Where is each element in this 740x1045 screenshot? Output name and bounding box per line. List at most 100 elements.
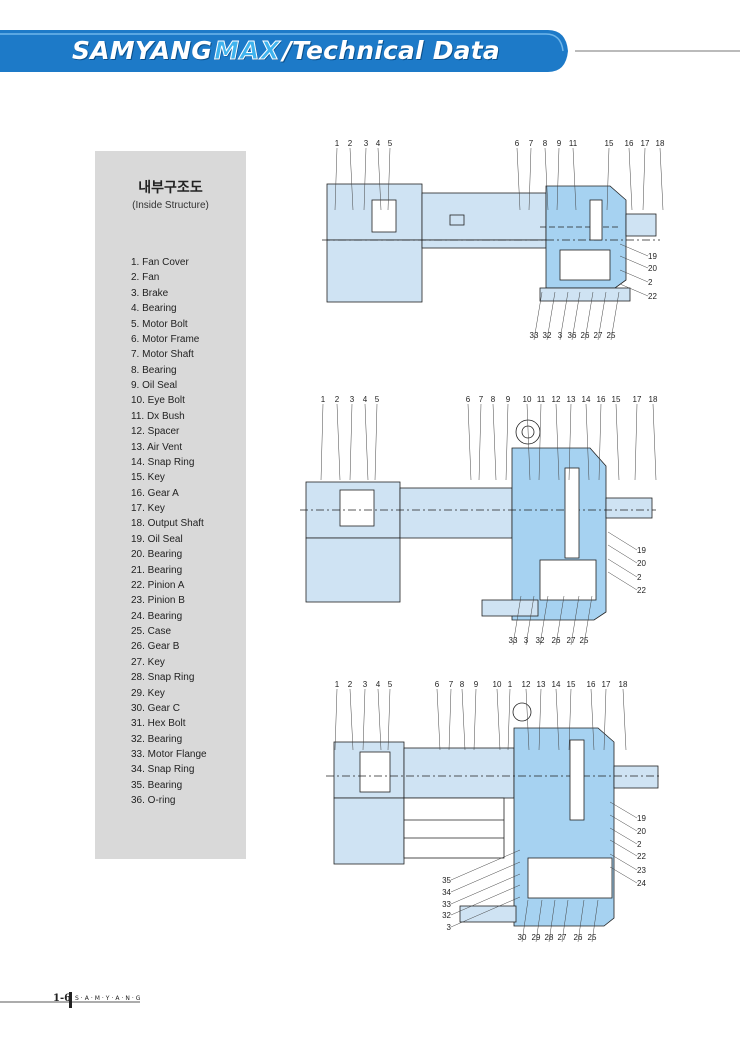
leader-line bbox=[377, 147, 382, 211]
leader-line bbox=[525, 688, 530, 751]
diagram-1-top-label: 5 bbox=[388, 139, 393, 148]
diagram-2-top-label: 12 bbox=[552, 395, 561, 404]
diagram-2-top-label: 2 bbox=[335, 395, 340, 404]
list-item: 19. Oil Seal bbox=[131, 533, 183, 545]
list-item: 26. Gear B bbox=[131, 641, 180, 653]
leader-line bbox=[607, 571, 638, 591]
leader-line bbox=[555, 403, 560, 481]
diagram-3-top-label: 12 bbox=[522, 680, 531, 689]
diagram-3-drawing bbox=[326, 702, 662, 927]
leader-line bbox=[642, 147, 646, 211]
leader-line bbox=[609, 827, 638, 845]
diagram-2-right-label: 19 bbox=[637, 546, 646, 555]
leader-line bbox=[512, 595, 522, 646]
diagram-2-top-label: 16 bbox=[597, 395, 606, 404]
panel-subtitle: (Inside Structure) bbox=[132, 200, 209, 211]
diagram-3-bottom-label: 27 bbox=[558, 933, 567, 942]
brand-name: SAMYANG bbox=[72, 36, 213, 65]
parts-list: 1. Fan Cover 2. Fan 3. Brake 4. Bearing … bbox=[131, 255, 207, 809]
diagram-2-top-label: 6 bbox=[466, 395, 471, 404]
diagram-3-top-label: 4 bbox=[376, 680, 381, 689]
diagram-2-bottom-label: 26 bbox=[552, 636, 561, 645]
diagram-3-top-label: 7 bbox=[449, 680, 454, 689]
list-item: 12. Spacer bbox=[131, 426, 180, 438]
leader-line bbox=[598, 403, 602, 481]
list-item: 17. Key bbox=[131, 503, 165, 514]
diagram-3-left-label: 3 bbox=[447, 923, 452, 932]
list-item: 23. Pinion B bbox=[131, 595, 185, 607]
list-item: 34. Snap Ring bbox=[131, 764, 195, 776]
leader-line bbox=[334, 147, 338, 211]
diagram-2-bottom-label: 25 bbox=[580, 636, 589, 645]
diagram-3-bottom-label: 30 bbox=[518, 933, 527, 942]
leader-line bbox=[533, 291, 543, 341]
leader-line bbox=[570, 595, 580, 646]
diagram-3-top-label: 3 bbox=[363, 680, 368, 689]
leader-line bbox=[525, 595, 535, 646]
diagram-3-left-label: 35 bbox=[442, 876, 451, 885]
list-item: 13. Air Vent bbox=[131, 441, 183, 453]
diagram-1-drawing bbox=[322, 183, 660, 303]
diagram-1-right-label: 2 bbox=[648, 278, 653, 287]
leader-line bbox=[387, 147, 391, 211]
list-item: 33. Motor Flange bbox=[131, 749, 207, 760]
leader-line bbox=[634, 403, 638, 481]
leader-line bbox=[609, 814, 638, 832]
diagram-2-top-label: 7 bbox=[479, 395, 484, 404]
diagram-2-top-label: 11 bbox=[537, 395, 546, 404]
leader-line bbox=[559, 291, 569, 341]
leader-line bbox=[478, 403, 482, 481]
list-item: 21. Bearing bbox=[131, 564, 183, 576]
list-item: 2. Fan bbox=[131, 272, 160, 284]
leader-line bbox=[607, 531, 638, 551]
footer-rule bbox=[0, 992, 140, 1008]
diagram-3-left-label: 34 bbox=[442, 888, 451, 897]
section-title: /Technical Data bbox=[282, 36, 500, 65]
leader-line bbox=[538, 403, 542, 481]
leader-line bbox=[387, 688, 391, 751]
diagram-1-top-label: 6 bbox=[515, 139, 520, 148]
diagram-3-right-label: 20 bbox=[637, 827, 646, 836]
diagram-1-bottom-label: 3 bbox=[558, 331, 563, 340]
diagram-1-top-label: 4 bbox=[376, 139, 381, 148]
diagram-2-bottom-label: 33 bbox=[509, 636, 518, 645]
diagram-1-right-label: 19 bbox=[648, 252, 657, 261]
leader-line bbox=[609, 839, 638, 857]
diagram-3-bottom-label: 25 bbox=[588, 933, 597, 942]
diagram-3-left-label: 33 bbox=[442, 900, 451, 909]
leader-line bbox=[609, 866, 638, 884]
diagram-3-top-label: 10 bbox=[493, 680, 502, 689]
diagram-2-top-label: 3 bbox=[350, 395, 355, 404]
list-item: 3. Brake bbox=[131, 287, 169, 299]
leader-line bbox=[568, 403, 572, 481]
list-item: 15. Key bbox=[131, 472, 165, 484]
leader-line bbox=[507, 688, 511, 751]
diagram-3-right-label: 19 bbox=[637, 814, 646, 823]
diagram-3-top-label: 14 bbox=[552, 680, 561, 689]
leader-line bbox=[535, 899, 543, 943]
footer-brand: S·A·M·Y·A·N·G bbox=[75, 995, 143, 1002]
leader-line bbox=[628, 147, 633, 211]
leader-line bbox=[450, 849, 521, 881]
leader-line bbox=[544, 147, 549, 211]
list-item: 11. Dx Bush bbox=[131, 410, 185, 422]
leader-line bbox=[336, 403, 341, 481]
leader-line bbox=[521, 899, 529, 943]
diagram-3-right-label: 24 bbox=[637, 879, 646, 888]
header-bar bbox=[0, 30, 740, 72]
list-item: 24. Bearing bbox=[131, 610, 183, 622]
diagram-3-top-label: 9 bbox=[474, 680, 479, 689]
diagram-1-top-label: 18 bbox=[656, 139, 665, 148]
leader-line bbox=[597, 291, 607, 341]
list-item: 27. Key bbox=[131, 656, 165, 668]
diagram-3-top-label: 6 bbox=[435, 680, 440, 689]
leader-line bbox=[610, 291, 620, 341]
leader-line bbox=[349, 688, 354, 751]
diagram-3-top-label: 5 bbox=[388, 680, 393, 689]
leader-line bbox=[607, 544, 638, 564]
leader-line bbox=[505, 403, 509, 481]
diagram-1-bottom-label: 32 bbox=[543, 331, 552, 340]
leader-line bbox=[561, 899, 569, 943]
